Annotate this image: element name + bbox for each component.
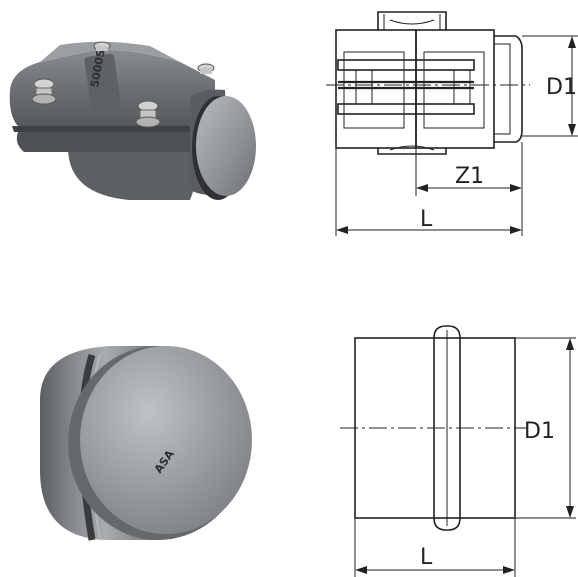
clamp-l-dimension xyxy=(335,148,522,236)
clamp-bolts xyxy=(31,41,215,128)
clamp-z1-dimension xyxy=(415,142,523,236)
bolt-icon xyxy=(197,63,215,74)
clamp-d1-label: D1 xyxy=(546,75,577,100)
cap-l-label: L xyxy=(420,545,433,570)
clamp-lower-saddle xyxy=(16,128,202,200)
clamp-end-cap xyxy=(190,89,256,200)
clamp-d1-dimension xyxy=(522,35,578,137)
bolt-icon xyxy=(135,100,161,128)
clamp-upper-body xyxy=(9,41,216,132)
bolt-icon xyxy=(93,41,111,51)
cap-d1-label: D1 xyxy=(524,419,555,444)
cap-l-dimension xyxy=(354,518,516,577)
clamp-z1-label: Z1 xyxy=(455,164,484,189)
clamp-outline xyxy=(335,11,523,155)
clamp-l-label: L xyxy=(420,207,433,232)
cap-photo: ASA xyxy=(40,346,252,541)
bolt-icon xyxy=(31,78,57,105)
cap-d1-dimension xyxy=(515,337,576,519)
